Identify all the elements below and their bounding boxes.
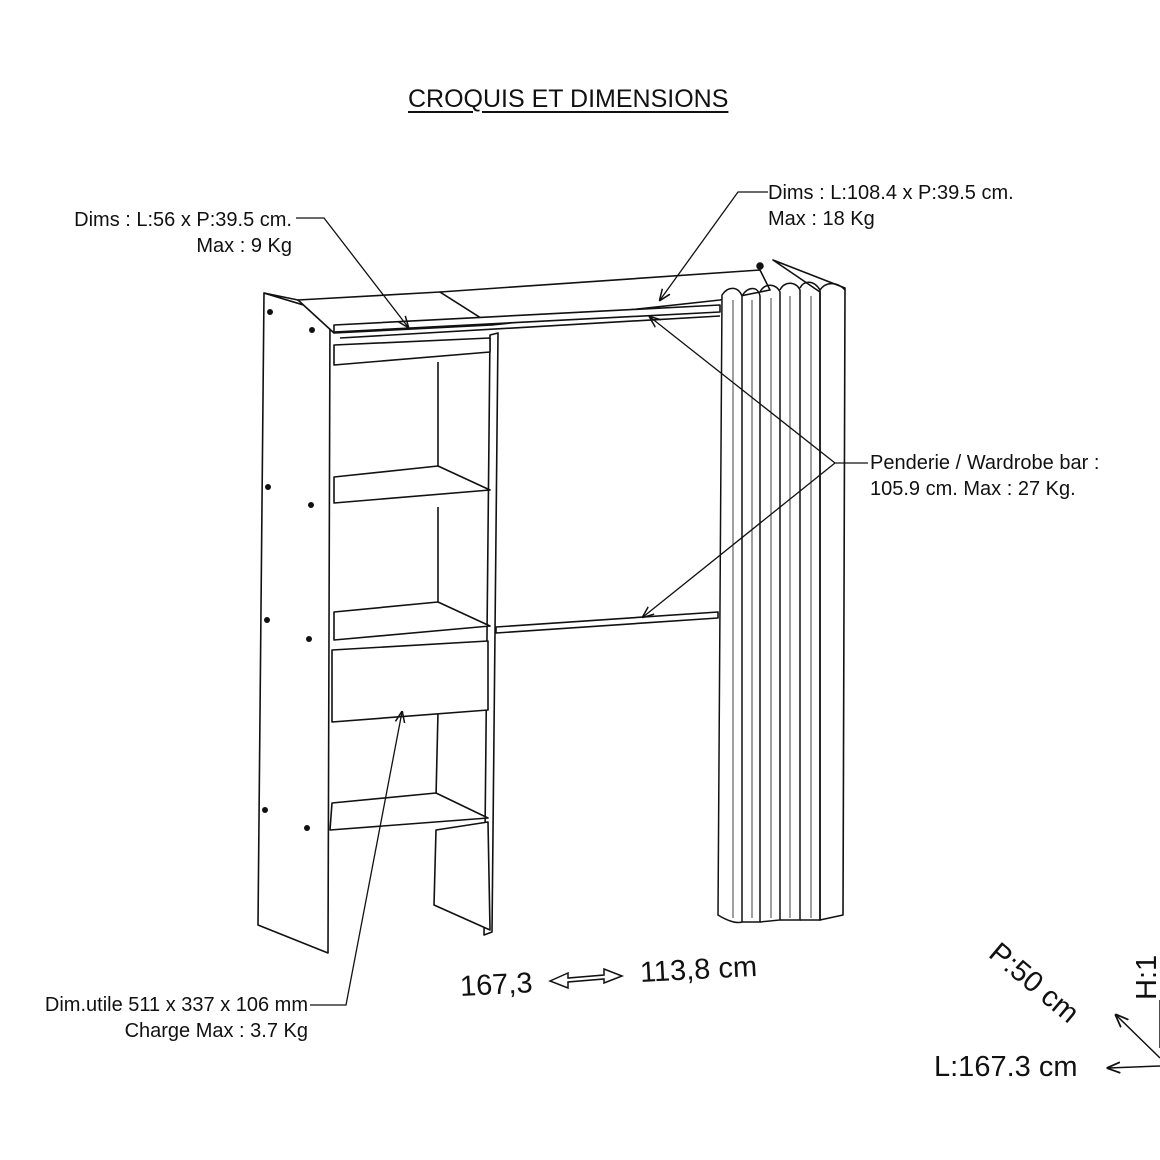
drawer-callout: Dim.utile 511 x 337 x 106 mm Charge Max … (0, 992, 308, 1044)
extension-max: 113,8 cm (639, 950, 758, 989)
bottom-panel (433, 821, 491, 931)
top-shelf-max: Max : 18 Kg (768, 208, 875, 230)
right-side-panel (772, 259, 846, 921)
compartment-back (333, 337, 491, 366)
left-shelf-dims: Dims : L:56 x P:39.5 cm. (74, 209, 292, 231)
extension-arrow-icon (548, 967, 625, 990)
curtain (717, 262, 846, 924)
shelf-2 (333, 601, 491, 641)
left-shelf-max: Max : 9 Kg (196, 235, 292, 257)
shelf-1 (333, 465, 491, 504)
left-shelf-callout: Dims : L:56 x P:39.5 cm. Max : 9 Kg (30, 207, 292, 259)
screw-holes (262, 309, 315, 831)
extension-min: 167,3 (459, 967, 534, 1003)
wardrobe-bar-spec: 105.9 cm. Max : 27 Kg. (870, 478, 1076, 500)
lower-hanging-rail (495, 611, 719, 634)
drawer-dims: Dim.utile 511 x 337 x 106 mm (44, 994, 308, 1016)
top-hanging-rail (333, 304, 721, 333)
top-shelf-dims: Dims : L:108.4 x P:39.5 cm. (768, 182, 1014, 204)
drawer-front (331, 640, 489, 723)
top-shelf-callout: Dims : L:108.4 x P:39.5 cm. Max : 18 Kg (768, 180, 1014, 232)
divider-panel (483, 332, 499, 936)
wardrobe-bar-callout: Penderie / Wardrobe bar : 105.9 cm. Max … (870, 450, 1099, 502)
overall-height: H:1 (1131, 954, 1160, 1000)
wardrobe-bar-title: Penderie / Wardrobe bar : (870, 452, 1100, 474)
overall-dimension-arrows (1108, 1000, 1160, 1068)
left-side-panel (257, 292, 331, 954)
overall-width: L:167.3 cm (934, 1051, 1078, 1083)
leader-lines (296, 191, 868, 1006)
drawer-max: Charge Max : 3.7 Kg (124, 1020, 308, 1042)
shelf-3 (329, 792, 489, 831)
page-title: CROQUIS ET DIMENSIONS (408, 85, 729, 113)
